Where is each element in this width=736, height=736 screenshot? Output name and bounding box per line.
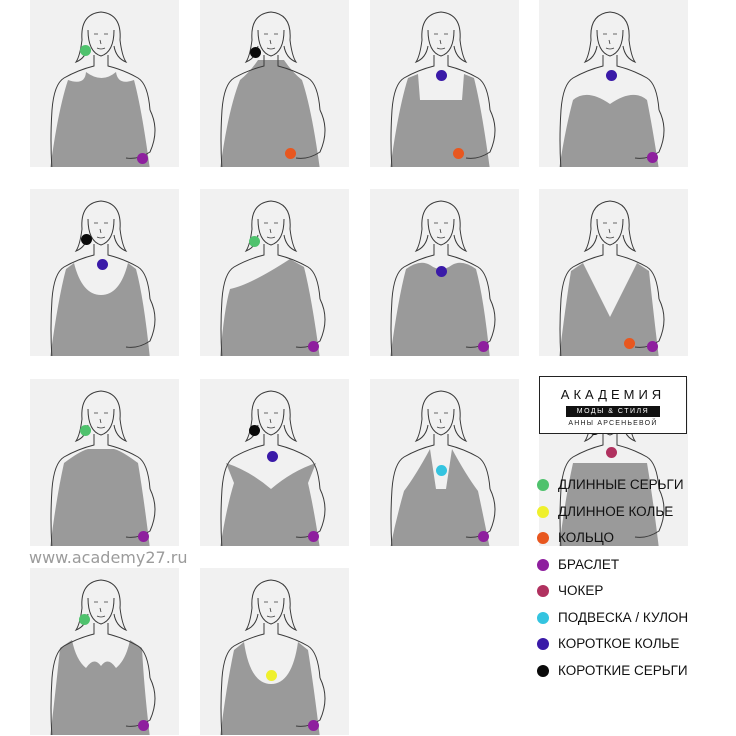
legend-swatch	[537, 664, 549, 677]
legend-label: БРАСЛЕТ	[558, 556, 620, 572]
figure-illustration	[220, 390, 326, 546]
figure-illustration	[50, 200, 156, 356]
figure-illustration	[390, 390, 496, 546]
neckline-panel-scoop	[30, 189, 179, 356]
jewelry-marker-short-earrings	[248, 424, 260, 436]
jewelry-marker-choker	[605, 446, 617, 458]
legend-item-ring: КОЛЬЦО	[537, 525, 736, 552]
neckline-panel-v-neck	[539, 189, 688, 356]
legend-label: ДЛИННОЕ КОЛЬЕ	[558, 503, 674, 519]
figure-illustration	[50, 579, 156, 735]
legend-label: КОЛЬЦО	[558, 530, 614, 545]
jewelry-marker-ring	[284, 147, 296, 159]
figure-illustration	[50, 11, 156, 167]
legend-item-bracelet: БРАСЛЕТ	[537, 552, 736, 579]
figure-illustration	[220, 11, 326, 167]
legend-label: КОРОТКОЕ КОЛЬЕ	[558, 636, 680, 651]
legend-label: ПОДВЕСКА / КУЛОН	[558, 609, 689, 625]
jewelry-marker-short-necklace	[435, 69, 447, 81]
neckline-panel-one-shoulder	[200, 189, 349, 356]
logo-subtitle: МОДЫ & СТИЛЯ	[566, 406, 660, 417]
site-watermark: www.academy27.ru	[29, 548, 188, 567]
legend-swatch	[537, 558, 549, 571]
legend-swatch	[537, 638, 549, 650]
figure-illustration	[50, 390, 156, 546]
legend-item-short-necklace: КОРОТКОЕ КОЛЬЕ	[537, 631, 736, 658]
neckline-panel-tank	[30, 0, 179, 167]
jewelry-marker-bracelet	[307, 530, 319, 542]
jewelry-marker-bracelet	[646, 151, 658, 163]
jewelry-marker-ring	[452, 147, 464, 159]
jewelry-marker-bracelet	[137, 719, 149, 731]
jewelry-marker-bracelet	[477, 340, 489, 352]
jewelry-marker-pendant	[435, 464, 447, 476]
logo-owner: АННЫ АРСЕНЬЕВОЙ	[568, 420, 658, 427]
figure-illustration	[390, 200, 496, 356]
legend-item-pendant: ПОДВЕСКА / КУЛОН	[537, 605, 736, 632]
logo-title: АКАДЕМИЯ	[560, 387, 666, 402]
jewelry-marker-bracelet	[137, 530, 149, 542]
jewelry-marker-bracelet	[646, 340, 658, 352]
neckline-panel-halter	[370, 379, 519, 546]
figure-illustration	[220, 200, 326, 356]
legend-item-long-earrings: ДЛИННЫЕ СЕРЬГИ	[537, 472, 736, 499]
jewelry-marker-short-earrings	[249, 46, 261, 58]
legend-item-long-necklace: ДЛИННОЕ КОЛЬЕ	[537, 499, 736, 526]
neckline-panel-high-neck	[200, 0, 349, 167]
legend-item-short-earrings: КОРОТКИЕ СЕРЬГИ	[537, 658, 736, 685]
jewelry-marker-bracelet	[136, 152, 148, 164]
jewelry-marker-long-earrings	[248, 235, 260, 247]
jewelry-marker-bracelet	[307, 340, 319, 352]
neckline-panel-round-low	[200, 568, 349, 735]
academy-logo: АКАДЕМИЯ МОДЫ & СТИЛЯ АННЫ АРСЕНЬЕВОЙ	[539, 376, 687, 434]
neckline-panel-crew	[370, 189, 519, 356]
jewelry-marker-long-earrings	[78, 613, 90, 625]
neckline-panel-strapless	[539, 0, 688, 167]
jewelry-marker-ring	[623, 337, 635, 349]
legend-swatch	[537, 611, 549, 624]
figure-illustration	[559, 11, 665, 167]
neckline-panel-illusion	[30, 379, 179, 546]
jewelry-marker-bracelet	[307, 719, 319, 731]
figure-illustration	[390, 11, 496, 167]
neckline-panel-off-shoulder	[200, 379, 349, 546]
legend-swatch	[537, 585, 549, 597]
neckline-panel-square	[370, 0, 519, 167]
jewelry-marker-short-necklace	[605, 69, 617, 81]
legend-label: ЧОКЕР	[558, 583, 604, 598]
jewelry-marker-short-earrings	[80, 233, 92, 245]
jewelry-marker-long-necklace	[265, 669, 277, 681]
legend-swatch	[537, 479, 549, 491]
legend-swatch	[537, 505, 549, 518]
jewelry-legend: ДЛИННЫЕ СЕРЬГИ ДЛИННОЕ КОЛЬЕ КОЛЬЦО БРАСЛЕТ…	[537, 472, 736, 684]
jewelry-marker-short-necklace	[266, 450, 278, 462]
legend-label: ДЛИННЫЕ СЕРЬГИ	[558, 477, 684, 492]
legend-item-choker: ЧОКЕР	[537, 578, 736, 605]
jewelry-marker-bracelet	[477, 530, 489, 542]
legend-label: КОРОТКИЕ СЕРЬГИ	[558, 662, 688, 678]
jewelry-marker-long-earrings	[79, 424, 91, 436]
jewelry-marker-short-necklace	[96, 258, 108, 270]
figure-illustration	[220, 579, 326, 735]
figure-illustration	[559, 200, 665, 356]
neckline-panel-sweetheart-strap	[30, 568, 179, 735]
legend-swatch	[537, 532, 549, 544]
jewelry-marker-long-earrings	[79, 44, 91, 56]
jewelry-marker-short-necklace	[435, 265, 447, 277]
